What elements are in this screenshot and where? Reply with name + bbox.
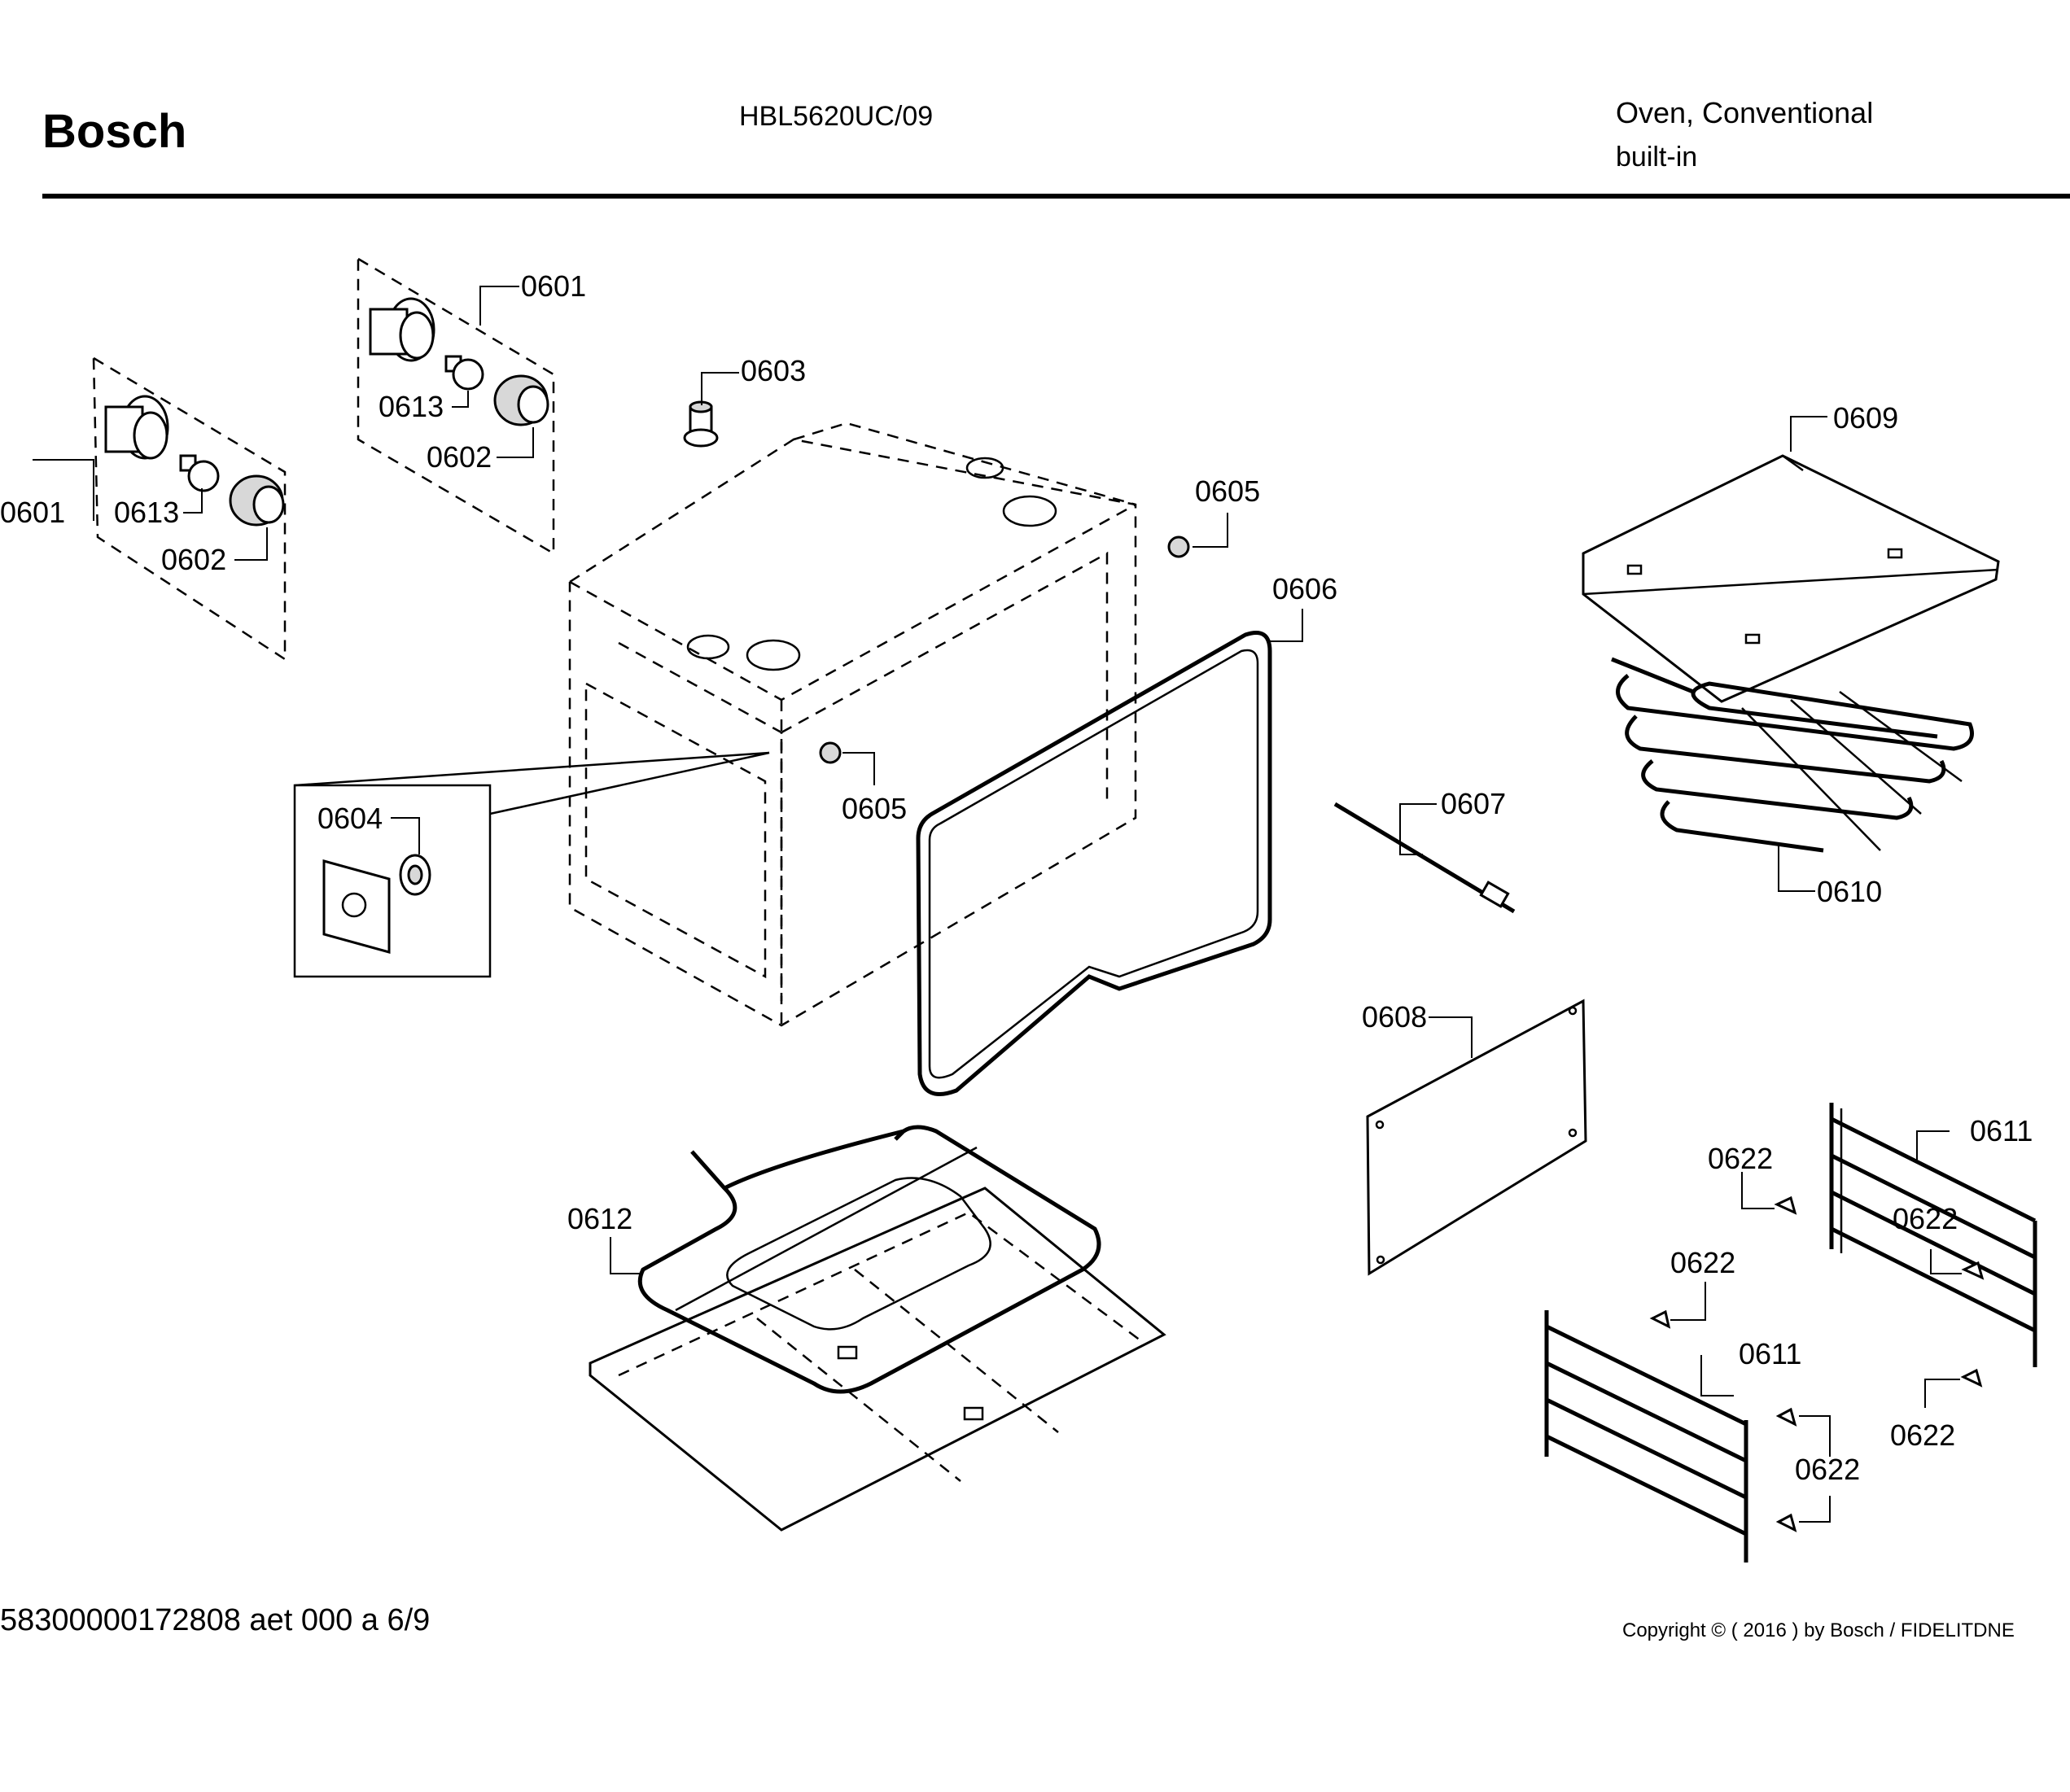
callout-0608: 0608 (1362, 1000, 1427, 1034)
switch-clip-icon (399, 854, 431, 896)
lamp-assembly-upper (357, 257, 555, 556)
callout-0601: 0601 (521, 269, 586, 303)
callout-0605: 0605 (1195, 474, 1260, 508)
callout-0602: 0602 (427, 440, 492, 474)
rack-rail-left (1544, 1310, 1748, 1563)
temperature-sensor-icon (1333, 802, 1516, 914)
callout-0622: 0622 (1708, 1142, 1773, 1175)
callout-0607: 0607 (1441, 787, 1506, 820)
callout-0613: 0613 (114, 496, 179, 529)
lamp-socket-icon (104, 395, 169, 460)
oven-cavity (568, 422, 1137, 1027)
grommet-icon (819, 741, 842, 764)
header-divider (42, 194, 2070, 199)
vent-fitting-icon (683, 400, 719, 448)
bottom-panel (589, 1187, 1166, 1532)
screw-icon (1649, 1309, 1797, 1532)
bake-element (1611, 657, 1974, 853)
door-gasket (916, 631, 1272, 1096)
rear-panel (1366, 999, 1587, 1276)
callout-0611: 0611 (1739, 1337, 1801, 1370)
callout-0622: 0622 (1795, 1453, 1860, 1486)
lamp-bulb-icon (179, 454, 220, 492)
lamp-cover-icon (229, 474, 285, 527)
callout-0622: 0622 (1670, 1246, 1735, 1279)
lamp-bulb-icon (444, 355, 484, 391)
lamp-assembly-left (33, 356, 287, 662)
callout-0622: 0622 (1890, 1418, 1955, 1452)
detail-inset-0604 (293, 751, 770, 978)
callout-0622: 0622 (1893, 1202, 1958, 1235)
callout-0602: 0602 (161, 543, 226, 576)
callout-0612: 0612 (567, 1202, 632, 1235)
callout-0601: 0601 (0, 496, 65, 529)
screw-icon (1774, 1195, 1985, 1388)
lamp-cover-icon (493, 374, 549, 426)
copyright-notice: Copyright © ( 2016 ) by Bosch / FIDELITD… (1622, 1619, 2015, 1641)
callout-0604: 0604 (317, 802, 383, 835)
callout-0606: 0606 (1272, 572, 1337, 605)
model-number: HBL5620UC/09 (739, 101, 934, 132)
document-number: 58300000172808 aet 000 a 6/9 (0, 1603, 431, 1637)
product-type: Oven, Conventional (1616, 96, 1874, 129)
callout-0610: 0610 (1817, 875, 1882, 908)
callout-0603: 0603 (741, 354, 806, 387)
brand-name: Bosch (42, 105, 187, 158)
top-heat-shield (1582, 454, 2000, 703)
rack-rail-right (1829, 1103, 2037, 1367)
broil-element (637, 1125, 1101, 1394)
callout-0611: 0611 (1970, 1114, 2033, 1147)
callout-0613: 0613 (379, 390, 444, 423)
lamp-socket-icon (369, 297, 435, 362)
callout-0609: 0609 (1833, 401, 1898, 435)
grommet-icon (1167, 535, 1190, 558)
callout-0605: 0605 (842, 792, 907, 825)
product-subtype: built-in (1616, 142, 1698, 173)
